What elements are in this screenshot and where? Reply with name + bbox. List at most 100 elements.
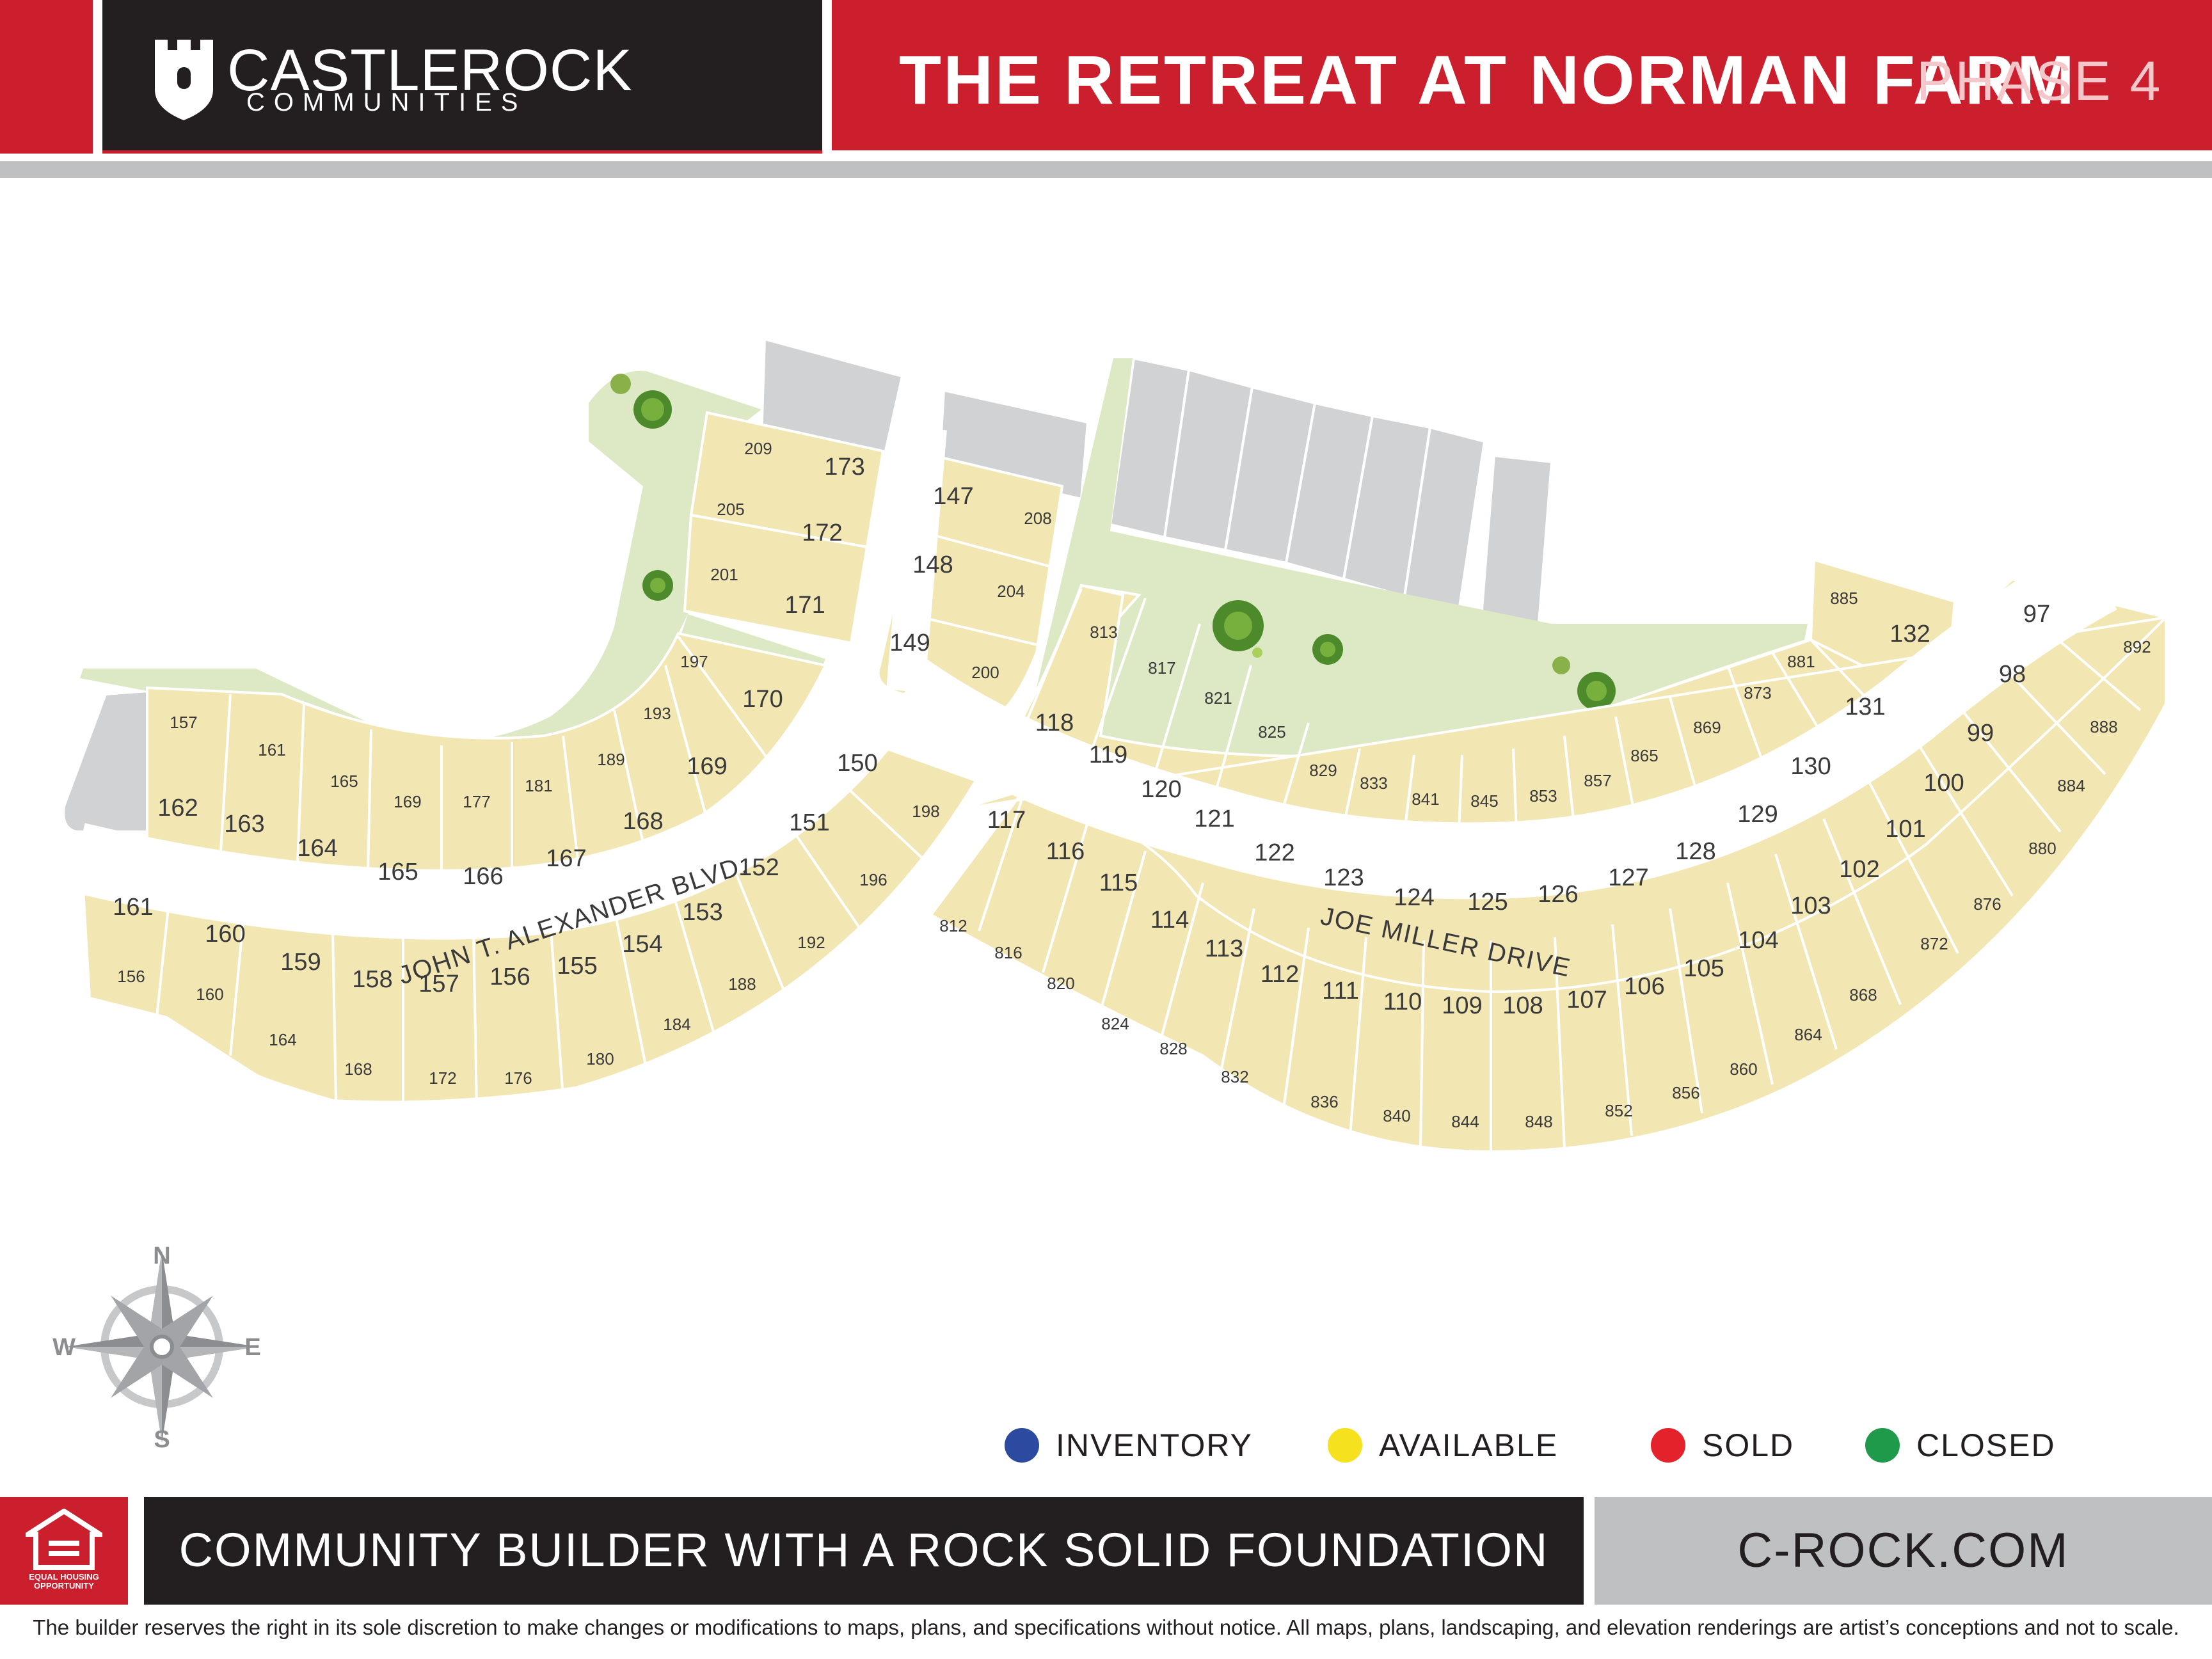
lot-number: 155 bbox=[557, 953, 597, 980]
lot-address: 161 bbox=[258, 740, 285, 759]
lot-number: 131 bbox=[1845, 694, 1885, 720]
lot-number: 150 bbox=[837, 750, 877, 777]
lot-address: 180 bbox=[586, 1049, 614, 1068]
lot-number: 100 bbox=[1923, 770, 1964, 797]
lot-address: 208 bbox=[1024, 509, 1051, 528]
lot-address: 164 bbox=[269, 1030, 296, 1049]
header-title-panel bbox=[832, 0, 2212, 150]
lot-number: 113 bbox=[1205, 935, 1244, 962]
lot-address: 157 bbox=[170, 713, 197, 732]
lot-number: 117 bbox=[987, 807, 1026, 834]
lot-address: 168 bbox=[344, 1060, 372, 1079]
lot-address: 832 bbox=[1221, 1067, 1248, 1086]
compass-e: E bbox=[244, 1334, 260, 1361]
lot-number: 173 bbox=[824, 454, 864, 480]
legend-label: AVAILABLE bbox=[1379, 1427, 1559, 1463]
lot-address: 160 bbox=[196, 985, 223, 1004]
header-divider bbox=[93, 0, 102, 154]
lot-number: 109 bbox=[1442, 992, 1482, 1019]
lot-number: 127 bbox=[1608, 864, 1648, 891]
roads bbox=[68, 427, 2117, 940]
compass-rose-icon bbox=[66, 1251, 258, 1443]
brand-subtitle: COMMUNITIES bbox=[246, 88, 527, 116]
header-logo-panel bbox=[102, 0, 822, 150]
lot-number: 170 bbox=[742, 686, 783, 713]
lot-number: 149 bbox=[889, 630, 930, 656]
lot-address: 198 bbox=[912, 802, 939, 821]
closed-dot-icon bbox=[1865, 1428, 1900, 1463]
lot-address: 813 bbox=[1090, 623, 1117, 642]
lot-number: 102 bbox=[1839, 856, 1879, 883]
lot-number: 147 bbox=[933, 483, 973, 510]
legend-available: AVAILABLE bbox=[1328, 1427, 1558, 1464]
lot-lines bbox=[155, 530, 2142, 1155]
lot-number: 106 bbox=[1624, 973, 1664, 1000]
lot-number: 97 bbox=[2023, 601, 2050, 628]
lot-number: 104 bbox=[1738, 927, 1778, 954]
header-divider bbox=[822, 0, 832, 154]
lot-number: 103 bbox=[1790, 893, 1831, 919]
lot-address: 880 bbox=[2028, 839, 2056, 858]
lot-number: 158 bbox=[352, 966, 392, 993]
lot-address: 193 bbox=[643, 704, 671, 723]
lot-number: 111 bbox=[1322, 978, 1359, 1004]
lot-address: 888 bbox=[2090, 717, 2117, 736]
lot-address: 192 bbox=[797, 933, 825, 952]
lot-number: 162 bbox=[157, 795, 198, 822]
lot-address: 189 bbox=[597, 750, 625, 769]
compass-n: N bbox=[153, 1242, 170, 1269]
lot-number: 116 bbox=[1046, 838, 1085, 865]
legend-label: CLOSED bbox=[1916, 1427, 2056, 1463]
header-rule bbox=[0, 161, 2212, 178]
lot-address: 209 bbox=[744, 439, 772, 458]
lot-address: 864 bbox=[1794, 1025, 1822, 1044]
available-dot-icon bbox=[1328, 1428, 1362, 1463]
lot-number: 110 bbox=[1383, 988, 1422, 1015]
lot-number: 172 bbox=[802, 520, 842, 546]
legend-label: INVENTORY bbox=[1056, 1427, 1253, 1463]
lot-address: 184 bbox=[663, 1015, 690, 1034]
lot-address: 821 bbox=[1204, 688, 1232, 708]
lot-address: 200 bbox=[971, 663, 999, 682]
lot-number: 125 bbox=[1467, 889, 1508, 916]
lot-number: 105 bbox=[1683, 955, 1724, 982]
lot-address: 188 bbox=[728, 974, 756, 994]
lot-address: 857 bbox=[1584, 771, 1611, 790]
lot-number: 154 bbox=[622, 931, 662, 958]
legend-closed: CLOSED bbox=[1865, 1427, 2056, 1464]
lot-address: 828 bbox=[1159, 1039, 1187, 1058]
lot-address: 817 bbox=[1148, 658, 1175, 678]
lot-number: 101 bbox=[1885, 816, 1925, 843]
lot-address: 841 bbox=[1412, 790, 1439, 809]
lot-number: 161 bbox=[113, 894, 153, 921]
lot-number: 112 bbox=[1261, 961, 1300, 988]
lot-address: 197 bbox=[680, 652, 708, 671]
lot-number: 160 bbox=[205, 921, 245, 948]
equal-housing-badge: EQUAL HOUSING OPPORTUNITY bbox=[0, 1497, 128, 1605]
lot-number: 152 bbox=[738, 854, 779, 881]
lot-address: 845 bbox=[1470, 791, 1498, 811]
lot-address: 165 bbox=[330, 772, 358, 791]
disclaimer: The builder reserves the right in its so… bbox=[33, 1615, 2179, 1639]
lot-number: 168 bbox=[623, 808, 663, 835]
lot-address: 204 bbox=[997, 582, 1024, 601]
lot-address: 876 bbox=[1973, 894, 2001, 914]
lot-number: 108 bbox=[1502, 992, 1543, 1019]
lot-number: 167 bbox=[546, 845, 586, 872]
sold-dot-icon bbox=[1651, 1428, 1685, 1463]
lot-labels: 1732091722051712011701971691931681891671… bbox=[113, 439, 2151, 1131]
lot-address: 852 bbox=[1605, 1101, 1632, 1120]
lot-address: 869 bbox=[1693, 718, 1721, 737]
lot-number: 114 bbox=[1150, 907, 1190, 933]
lot-address: 825 bbox=[1258, 722, 1285, 742]
lot-number: 159 bbox=[280, 949, 321, 976]
website-link[interactable]: C-ROCK.COM bbox=[1737, 1523, 2069, 1578]
page-title: THE RETREAT AT NORMAN FARM bbox=[899, 41, 2076, 118]
compass-w: W bbox=[52, 1334, 76, 1361]
lot-number: 165 bbox=[378, 859, 418, 885]
legend-inventory: INVENTORY bbox=[1005, 1427, 1253, 1464]
lot-address: 824 bbox=[1101, 1014, 1129, 1033]
url-panel: C-ROCK.COM bbox=[1595, 1497, 2212, 1605]
lot-address: 868 bbox=[1849, 985, 1877, 1004]
lot-address: 884 bbox=[2057, 776, 2085, 795]
